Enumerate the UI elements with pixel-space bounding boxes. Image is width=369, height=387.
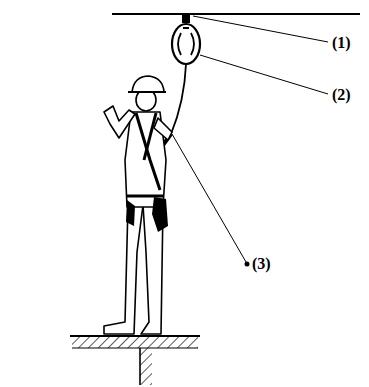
harness-strap: [127, 195, 163, 198]
harness-leg-loop: [152, 197, 168, 232]
callout-number: (1): [332, 34, 351, 52]
platform-hatch: [72, 336, 198, 348]
wall-edge: [139, 348, 141, 385]
device-detail: [178, 28, 194, 55]
callout-number: (2): [332, 86, 351, 104]
leader-line: [193, 16, 328, 42]
worker-arm: [154, 118, 172, 140]
leader-line: [200, 55, 328, 94]
helmet-brim: [128, 91, 166, 93]
harness-leg-loop: [126, 200, 135, 226]
harness-strap: [136, 113, 160, 190]
platform-edge: [70, 335, 200, 337]
harness-strap: [144, 113, 156, 160]
worker-arm: [104, 106, 135, 138]
worker-figure: [104, 76, 172, 334]
leader-line: [172, 134, 246, 262]
leader-dot: [245, 262, 250, 267]
anchor-bracket: [182, 14, 190, 23]
lifeline: [171, 64, 186, 134]
callout-number: (3): [252, 255, 271, 273]
ceiling-beam: [112, 13, 360, 15]
wall-hatch: [140, 348, 152, 385]
platform-edge: [72, 347, 198, 348]
worker-helmet: [132, 76, 164, 92]
retractable-device: [172, 24, 200, 64]
safety-harness: [127, 113, 163, 196]
worker-leg: [104, 205, 143, 334]
